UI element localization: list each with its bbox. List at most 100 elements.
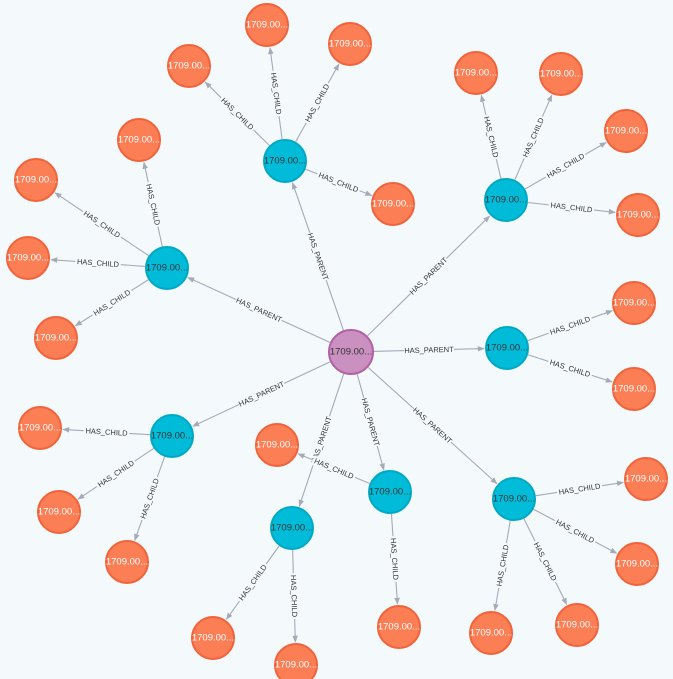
- node-circle[interactable]: [612, 281, 656, 325]
- edge[interactable]: HAS_CHILD: [268, 47, 285, 140]
- node-circle[interactable]: [18, 406, 62, 450]
- edge[interactable]: HAS_CHILD: [493, 520, 512, 612]
- node-circle[interactable]: [484, 178, 528, 222]
- node-circle[interactable]: [167, 44, 211, 88]
- node-circle[interactable]: [255, 423, 299, 467]
- child-node[interactable]: 1709.00...: [6, 236, 50, 280]
- child-node[interactable]: 1709.00...: [377, 605, 421, 649]
- child-node[interactable]: 1709.00...: [616, 193, 660, 237]
- node-circle[interactable]: [274, 643, 318, 679]
- edge[interactable]: HAS_CHILD: [225, 545, 280, 620]
- node-circle[interactable]: [615, 542, 659, 586]
- child-node[interactable]: 1709.00...: [615, 542, 659, 586]
- parent-node[interactable]: 1709.00...: [492, 477, 536, 521]
- node-circle[interactable]: [612, 367, 656, 411]
- node-circle[interactable]: [539, 52, 583, 96]
- edge[interactable]: HAS_CHILD: [514, 94, 553, 181]
- node-circle[interactable]: [37, 490, 81, 534]
- node-circle[interactable]: [34, 316, 78, 360]
- node-circle[interactable]: [485, 326, 529, 370]
- child-node[interactable]: 1709.00...: [612, 367, 656, 411]
- edge[interactable]: HAS_CHILD: [54, 192, 150, 257]
- edge[interactable]: HAS_CHILD: [527, 199, 616, 215]
- edge[interactable]: HAS_PARENT: [187, 277, 331, 343]
- node-circle[interactable]: [245, 3, 289, 47]
- edge[interactable]: HAS_CHILD: [387, 513, 401, 605]
- parent-node[interactable]: 1709.00...: [150, 414, 194, 458]
- edge[interactable]: HAS_CHILD: [74, 279, 149, 327]
- child-node[interactable]: 1709.00...: [167, 44, 211, 88]
- node-circle[interactable]: [145, 246, 189, 290]
- node-circle[interactable]: [150, 414, 194, 458]
- edge[interactable]: HAS_CHILD: [527, 354, 613, 383]
- node-circle[interactable]: [263, 139, 307, 183]
- node-circle[interactable]: [14, 158, 58, 202]
- child-node[interactable]: 1709.00...: [612, 281, 656, 325]
- node-circle[interactable]: [555, 603, 599, 647]
- edge[interactable]: HAS_CHILD: [523, 518, 568, 606]
- edge[interactable]: HAS_CHILD: [480, 94, 502, 179]
- node-circle[interactable]: [117, 118, 161, 162]
- edge[interactable]: HAS_CHILD: [50, 256, 146, 270]
- edge[interactable]: HAS_CHILD: [62, 425, 151, 439]
- parent-node[interactable]: 1709.00...: [270, 506, 314, 550]
- edge[interactable]: HAS_CHILD: [305, 168, 373, 197]
- child-node[interactable]: 1709.00...: [624, 457, 668, 501]
- edge[interactable]: HAS_CHILD: [134, 456, 166, 541]
- child-node[interactable]: 1709.00...: [14, 158, 58, 202]
- node-circle[interactable]: [6, 236, 50, 280]
- child-node[interactable]: 1709.00...: [37, 490, 81, 534]
- edge[interactable]: HAS_PARENT: [192, 361, 331, 427]
- child-node[interactable]: 1709.00...: [255, 423, 299, 467]
- node-circle[interactable]: [371, 182, 415, 226]
- edge[interactable]: HAS_CHILD: [535, 480, 624, 498]
- node-circle[interactable]: [105, 540, 149, 584]
- node-circle[interactable]: [270, 506, 314, 550]
- node-circle[interactable]: [604, 109, 648, 153]
- child-node[interactable]: 1709.00...: [555, 603, 599, 647]
- edge[interactable]: HAS_PARENT: [291, 182, 345, 331]
- child-node[interactable]: 1709.00...: [18, 406, 62, 450]
- parent-node[interactable]: 1709.00...: [263, 139, 307, 183]
- child-node[interactable]: 1709.00...: [34, 316, 78, 360]
- node-circle[interactable]: [616, 193, 660, 237]
- child-node[interactable]: 1709.00...: [245, 3, 289, 47]
- child-node[interactable]: 1709.00...: [469, 611, 513, 655]
- child-node[interactable]: 1709.00...: [274, 643, 318, 679]
- edge[interactable]: HAS_CHILD: [295, 63, 340, 143]
- edge[interactable]: HAS_PARENT: [367, 366, 498, 485]
- edge[interactable]: HAS_CHILD: [77, 447, 155, 500]
- edge[interactable]: HAS_CHILD: [204, 81, 270, 146]
- parent-node[interactable]: 1709.00...: [485, 326, 529, 370]
- edge[interactable]: HAS_CHILD: [288, 549, 300, 643]
- node-circle[interactable]: [492, 477, 536, 521]
- parent-node[interactable]: 1709.00...: [368, 470, 412, 514]
- node-circle[interactable]: [328, 22, 372, 66]
- parent-node[interactable]: 1709.00...: [484, 178, 528, 222]
- edge[interactable]: HAS_PARENT: [367, 215, 491, 337]
- node-circle[interactable]: [191, 616, 235, 660]
- node-circle[interactable]: [377, 605, 421, 649]
- edge[interactable]: HAS_PARENT: [373, 344, 485, 356]
- node-circle[interactable]: [624, 457, 668, 501]
- node-circle[interactable]: [454, 51, 498, 95]
- child-node[interactable]: 1709.00...: [117, 118, 161, 162]
- edge[interactable]: HAS_CHILD: [527, 310, 613, 342]
- parent-node[interactable]: 1709.00...: [145, 246, 189, 290]
- node-circle[interactable]: [469, 611, 513, 655]
- child-node[interactable]: 1709.00...: [539, 52, 583, 96]
- center-node[interactable]: 1709.00...: [328, 329, 374, 375]
- edge[interactable]: HAS_CHILD: [533, 508, 618, 554]
- child-node[interactable]: 1709.00...: [454, 51, 498, 95]
- edge[interactable]: HAS_CHILD: [524, 141, 607, 190]
- child-node[interactable]: 1709.00...: [105, 540, 149, 584]
- child-node[interactable]: 1709.00...: [191, 616, 235, 660]
- edge[interactable]: HAS_CHILD: [142, 161, 163, 247]
- child-node[interactable]: 1709.00...: [371, 182, 415, 226]
- edge[interactable]: HAS_PARENT: [298, 373, 345, 507]
- child-node[interactable]: 1709.00...: [604, 109, 648, 153]
- edge[interactable]: HAS_PARENT: [356, 374, 385, 471]
- child-node[interactable]: 1709.00...: [328, 22, 372, 66]
- node-circle[interactable]: [368, 470, 412, 514]
